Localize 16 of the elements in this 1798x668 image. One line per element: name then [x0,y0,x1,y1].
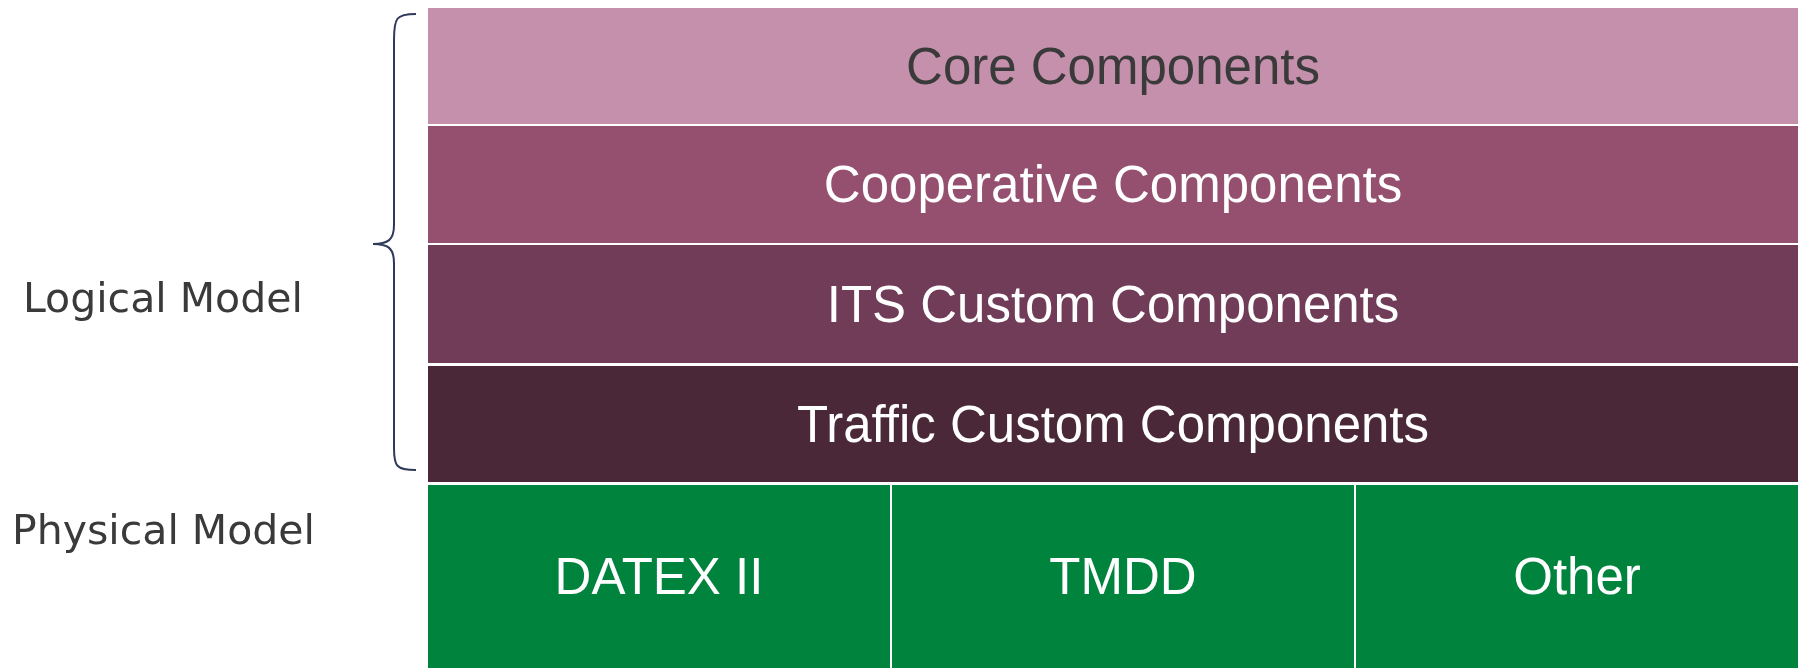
format-box [892,485,1354,668]
format-box [428,485,890,668]
band-label: Cooperative Components [823,155,1403,214]
band-label: Other [1513,547,1641,606]
band-label: TMDD [1049,547,1197,606]
band-label: Core Components [906,36,1320,96]
band-label: Traffic Custom Components [796,394,1430,454]
band-label: DATEX II [554,547,764,606]
layer-band [428,126,1798,243]
model-label: Logical Model [23,274,303,322]
layer-band [428,245,1798,363]
model-label: Physical Model [12,506,315,554]
format-box [1356,485,1798,668]
layer-band [428,8,1798,124]
layer-band [428,366,1798,482]
band-label: ITS Custom Components [826,274,1400,334]
